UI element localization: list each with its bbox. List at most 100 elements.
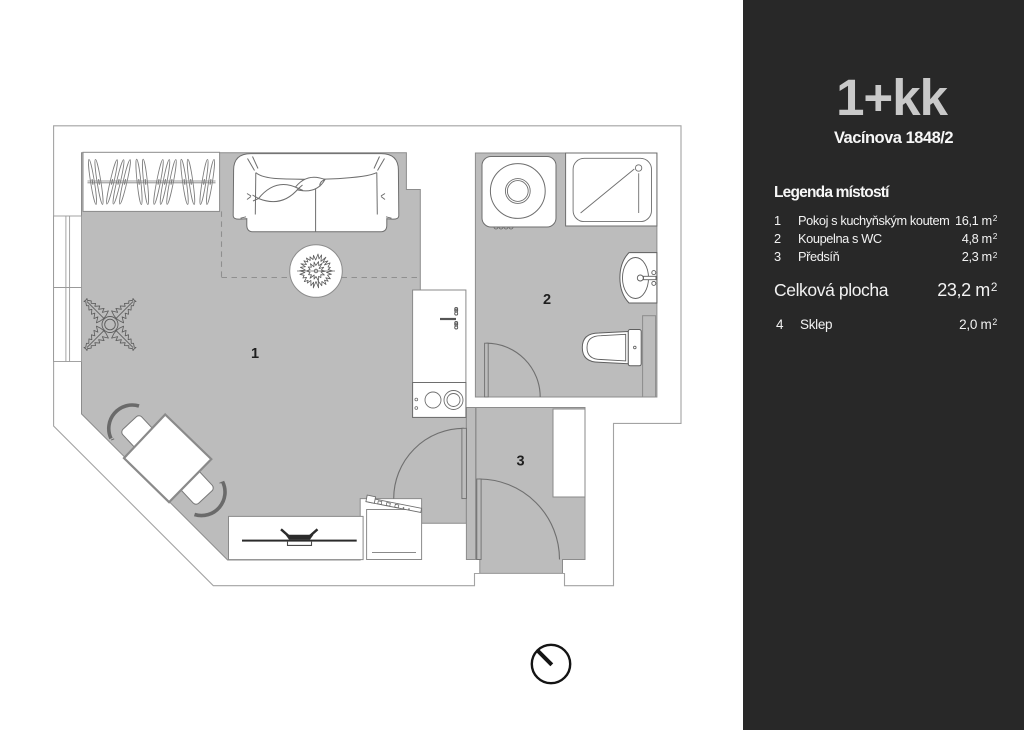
wardrobe [82, 151, 221, 212]
door-entrance [476, 478, 561, 560]
rug-plant [299, 253, 333, 289]
faucet-handle [454, 306, 459, 330]
address: Vacínova 1848/2 [833, 128, 954, 147]
total-row: Celková plocha 23,2 m2 [774, 280, 997, 300]
room-name: Předsíň [798, 249, 840, 265]
legend-heading: Legenda místostí [774, 184, 889, 201]
kitchen-counter [412, 289, 467, 418]
sofa-arm-right-edge [376, 172, 378, 215]
washer-drum-inner2 [506, 180, 529, 202]
sofa-arm-left-edge [254, 172, 257, 215]
door-arc [393, 427, 464, 499]
shower-head [634, 164, 643, 172]
door-leaf [476, 478, 482, 560]
toilet-bowl [581, 330, 629, 365]
chair-back [107, 403, 140, 440]
door-bathroom [484, 342, 541, 398]
plant-leaf [83, 325, 109, 351]
washer-controls [493, 226, 514, 230]
sofa [232, 153, 400, 233]
door-leaf [461, 427, 467, 500]
room-area: 16,1 m2 [955, 212, 997, 228]
tv-sideboard [228, 515, 364, 561]
window [53, 215, 82, 362]
toilet-seat [586, 333, 627, 362]
floor-plan: 1 2 3 [53, 125, 682, 685]
wardrobe-box [82, 151, 221, 212]
toilet [581, 315, 657, 398]
chair-back-end [111, 404, 127, 441]
room-area: 2,0 m2 [959, 317, 997, 332]
door-arc [486, 342, 541, 398]
total-label: Celková plocha [774, 280, 889, 300]
sofa-arm-fold [240, 216, 392, 219]
legend-row: 2 Koupelna s WC 4,8 m2 [774, 229, 997, 247]
room-number: 2 [774, 230, 781, 246]
room-label-1: 1 [251, 346, 259, 362]
plant-leaf [111, 325, 137, 351]
room-number: 3 [774, 249, 781, 265]
sink-faucet [636, 270, 657, 286]
plant-leaf [111, 298, 137, 324]
room-area: 2,3 m2 [961, 249, 998, 265]
hall-closet [552, 408, 586, 498]
sofa-arm-crease [373, 156, 386, 200]
tv-body [285, 534, 314, 540]
chair-back [193, 480, 227, 518]
hangers [88, 158, 215, 206]
door-leaf [484, 342, 489, 398]
dining-set [107, 403, 227, 518]
room-labels: 1 2 3 [251, 292, 551, 470]
room-area: 4,8 m2 [961, 230, 998, 246]
page-title: 1+kk [836, 69, 948, 126]
chair-back-end [206, 481, 223, 517]
room-label-3: 3 [516, 454, 524, 470]
room-label-2: 2 [543, 292, 551, 308]
bathroom-sink [619, 252, 658, 304]
cabinet-box [366, 509, 423, 560]
legend-panel: 1+kk Vacínova 1848/2 Legenda místostí 1 … [743, 0, 1024, 730]
wall-hall-west [465, 407, 477, 560]
extra-row: 4 Sklep 2,0 m2 [774, 317, 997, 335]
tv-stand [286, 541, 313, 546]
shower [565, 152, 658, 227]
tv-screen-line [242, 539, 357, 542]
cabinet-lid-cap [365, 494, 377, 504]
washing-machine [481, 156, 557, 230]
tv-foot [280, 528, 319, 538]
room-number: 4 [776, 317, 784, 332]
toilet-button [633, 345, 637, 350]
plant-pot [101, 316, 119, 333]
plant-pot-inner [104, 318, 116, 331]
total-area: 23,2 m2 [937, 280, 997, 300]
outer-wall [53, 125, 682, 587]
door-arc [478, 478, 561, 560]
room-number: 1 [774, 212, 781, 228]
doors [393, 342, 561, 560]
stove-knob [414, 406, 419, 410]
compass-needle [535, 648, 554, 667]
dining-table [122, 412, 213, 504]
room-name: Pokoj s kuchyňským koutem [798, 212, 950, 228]
cabinet [365, 494, 423, 560]
tv [242, 528, 357, 546]
cabinet-lid-knobs [377, 500, 410, 510]
window-frame [53, 215, 82, 362]
stove [412, 382, 467, 418]
rug [289, 244, 343, 298]
rug-plant-inner [306, 261, 326, 282]
legend-row: 1 Pokoj s kuchyňským koutem 16,1 m2 [774, 211, 997, 229]
plant [83, 298, 137, 351]
stove-knob [414, 397, 419, 402]
sofa-pillow-left-fold [252, 184, 304, 202]
legend-row: 3 Předsíň 2,3 m2 [774, 248, 997, 266]
sofa-pillow-right-fold [319, 179, 326, 187]
dashed-zone [220, 211, 421, 279]
stove-burner-inner [446, 393, 461, 407]
north-compass-icon [530, 643, 572, 685]
shower-diagonal [580, 168, 635, 214]
door-kitchen [393, 427, 467, 500]
rug-plant-center [313, 268, 319, 274]
room-name: Sklep [800, 317, 833, 332]
